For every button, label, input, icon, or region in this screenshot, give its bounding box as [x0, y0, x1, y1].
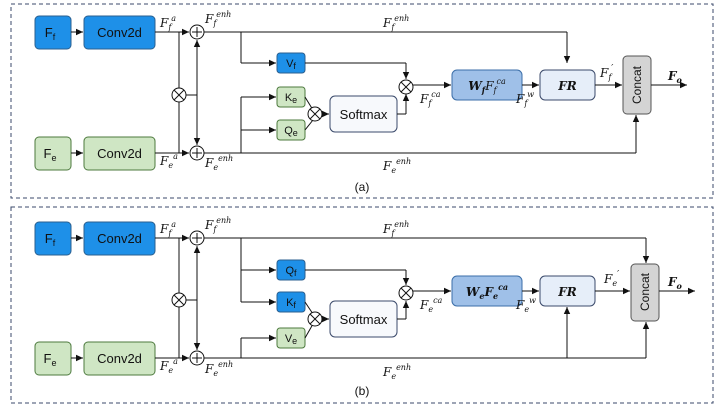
label-ffa: Ffa	[159, 14, 176, 32]
svg-text:Qe: Qe	[284, 125, 298, 138]
svg-text:WeFeca: WeFeca	[466, 282, 508, 301]
svg-text:Conv2d: Conv2d	[97, 351, 142, 366]
svg-text:Conv2d: Conv2d	[97, 25, 142, 40]
svg-text:Qf: Qf	[285, 265, 297, 278]
panel-b: Ff Fe Conv2d Conv2d	[10, 206, 714, 404]
svg-text:Concat: Concat	[638, 272, 652, 311]
query-box: Qe	[276, 119, 306, 141]
label-ff-enh: Ffenh	[204, 10, 231, 28]
add-op-top	[189, 24, 205, 40]
conv2d-bottom-box: Conv2d	[83, 341, 156, 376]
concat-box: Concat	[622, 55, 652, 115]
label-fe-enh: Feenh	[204, 154, 233, 172]
query-box: Qf	[276, 259, 306, 281]
label-line-fe-enh: Feenh	[382, 363, 411, 381]
output-label: Fo	[667, 69, 683, 85]
label-line-ff-enh: Ffenh	[382, 220, 409, 238]
svg-text:Concat: Concat	[630, 65, 644, 104]
label-w: Ffw	[515, 90, 534, 108]
value-box: Vf	[276, 52, 306, 74]
svg-text:Ve: Ve	[285, 333, 297, 346]
label-ca: Ffca	[419, 90, 441, 108]
value-box: Ve	[276, 327, 306, 349]
mult-op-cross	[171, 87, 187, 103]
svg-text:Kf: Kf	[286, 297, 296, 310]
conv2d-top-box: Conv2d	[83, 15, 156, 50]
svg-text:Ke: Ke	[285, 92, 297, 105]
svg-text:Fe: Fe	[44, 351, 57, 368]
svg-text:WfFfca: WfFfca	[468, 77, 506, 95]
panel-a: Ff Fe Conv2d Conv2d	[10, 3, 714, 199]
fr-box: FR	[539, 275, 596, 307]
key-box: Ke	[276, 86, 306, 108]
label-prime: Ff′	[599, 64, 613, 82]
label-fea: Fea	[159, 152, 178, 170]
svg-text:Ff: Ff	[45, 231, 56, 248]
panel-b-border	[10, 206, 714, 404]
label-w: Few	[515, 296, 536, 314]
conv2d-top-box: Conv2d	[83, 221, 156, 256]
svg-text:Vf: Vf	[286, 58, 296, 71]
label-line-ff-enh: Ffenh	[382, 14, 409, 32]
label-ca: Feca	[419, 296, 443, 314]
svg-text:Ff: Ff	[45, 25, 56, 42]
conv2d-bottom-box: Conv2d	[83, 136, 156, 171]
svg-text:Softmax: Softmax	[340, 312, 388, 327]
softmax-box: Softmax	[329, 95, 398, 133]
mult-op-attention	[398, 79, 414, 95]
svg-text:Conv2d: Conv2d	[97, 146, 142, 161]
mult-op-attention	[398, 285, 414, 301]
caption-b: (b)	[355, 384, 370, 398]
input-fe-box: Fe	[34, 341, 72, 376]
label-ff-enh: Ffenh	[204, 216, 231, 234]
concat-box: Concat	[630, 263, 660, 322]
mult-op-cross	[171, 292, 187, 308]
fr-box: FR	[539, 69, 596, 101]
input-fe-box: Fe	[34, 136, 72, 171]
mult-op-qk	[307, 311, 323, 327]
weight-box: WfFfca	[451, 69, 523, 101]
input-ff-box: Ff	[34, 221, 72, 256]
add-op-bottom	[189, 145, 205, 161]
add-op-bottom	[189, 350, 205, 366]
add-op-top	[189, 230, 205, 246]
label-line-fe-enh: Feenh	[382, 157, 411, 175]
svg-text:Fe: Fe	[44, 146, 57, 163]
label-prime: Fe′	[603, 270, 619, 288]
label-ffa: Ffa	[159, 220, 176, 238]
key-box: Kf	[276, 291, 306, 313]
svg-text:Conv2d: Conv2d	[97, 231, 142, 246]
svg-text:Softmax: Softmax	[340, 107, 388, 122]
svg-text:FR: FR	[557, 79, 577, 93]
softmax-box: Softmax	[329, 300, 398, 338]
input-ff-box: Ff	[34, 15, 72, 50]
caption-a: (a)	[355, 180, 370, 194]
mult-op-kq	[307, 106, 323, 122]
svg-text:FR: FR	[557, 285, 577, 299]
weight-box: WeFeca	[451, 275, 523, 307]
label-fe-enh: Feenh	[204, 360, 233, 378]
label-fea: Fea	[159, 357, 178, 375]
panel-a-border	[10, 3, 714, 199]
output-label: Fo	[667, 275, 683, 291]
